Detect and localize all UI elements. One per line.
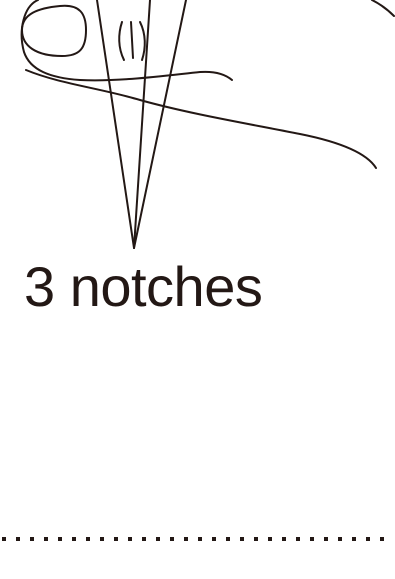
notch-mark-1: [119, 22, 124, 60]
caption: 3 notches: [24, 256, 262, 318]
notch-line-left: [97, 0, 134, 248]
hand-contour: [26, 70, 376, 168]
dotted-cut-line: [0, 536, 395, 542]
finger-outline: [372, 0, 394, 16]
thumb-outline: [22, 0, 232, 80]
thumbnail: [22, 6, 86, 56]
notch-mark-3: [140, 22, 145, 60]
notch-mark-2: [131, 22, 133, 58]
